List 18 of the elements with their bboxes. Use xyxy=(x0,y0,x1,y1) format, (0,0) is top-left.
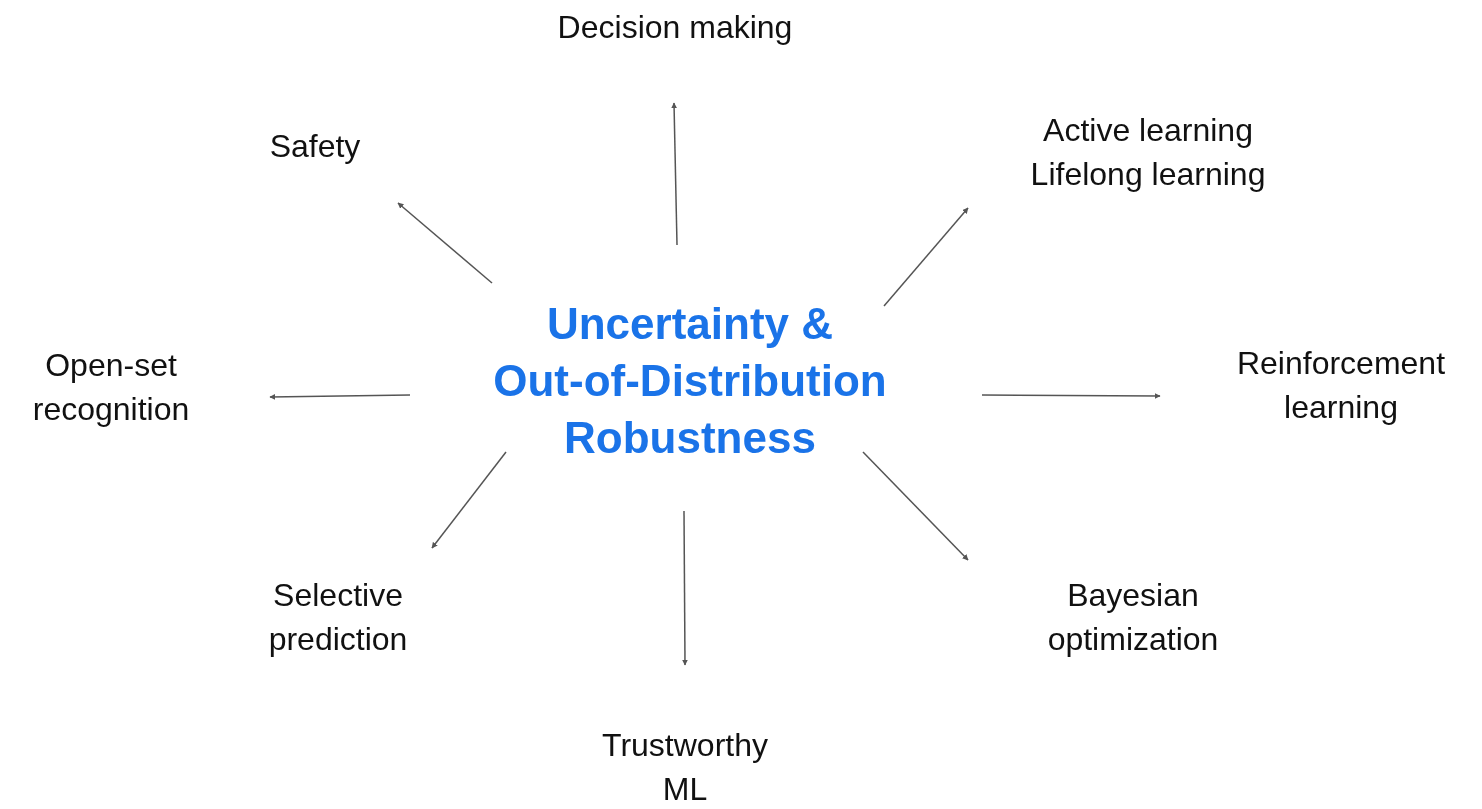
arrow xyxy=(671,102,678,246)
topic-label: Safety xyxy=(269,127,361,166)
topic-label: Active learning xyxy=(1043,111,1253,150)
arrow xyxy=(862,451,969,561)
arrow xyxy=(269,393,411,400)
topic-label: Lifelong learning xyxy=(1030,155,1266,194)
central-topic-label: Uncertainty & Out-of-Distribution Robustness xyxy=(492,297,888,464)
arrow xyxy=(883,207,969,307)
topic-label: Bayesian optimization xyxy=(1046,576,1220,659)
arrow xyxy=(397,202,493,284)
topic-label: Decision making xyxy=(557,8,793,47)
arrow xyxy=(431,451,507,549)
topic-label: Open-set recognition xyxy=(31,346,191,429)
topic-label: Trustworthy ML xyxy=(601,726,769,809)
arrow xyxy=(981,392,1161,399)
topic-label: Selective prediction xyxy=(267,576,409,659)
topic-label: Reinforcement learning xyxy=(1235,344,1447,427)
arrow xyxy=(681,510,688,666)
